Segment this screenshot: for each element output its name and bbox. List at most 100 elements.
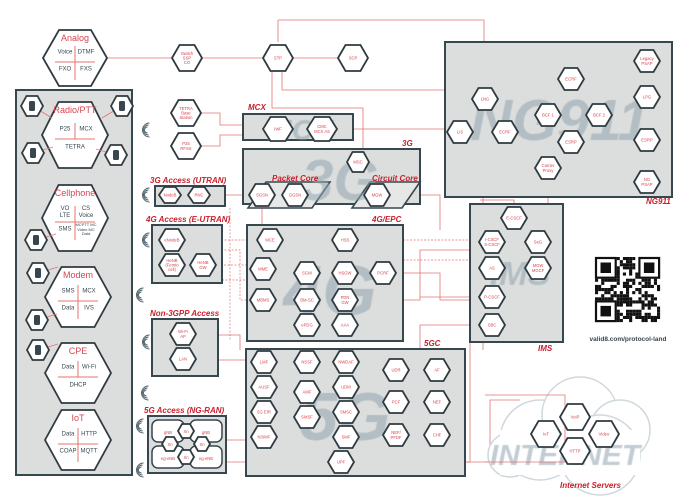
- node-bcf2[interactable]: BCF 2: [584, 103, 614, 127]
- node-http[interactable]: HTTP: [558, 437, 592, 465]
- node-upf[interactable]: UPF: [326, 450, 356, 474]
- node-pcf[interactable]: PCF: [381, 390, 411, 414]
- node-ecrf2[interactable]: ECRF: [490, 120, 520, 144]
- node-chf[interactable]: CHF: [422, 423, 452, 447]
- node-smsc[interactable]: SMSC: [331, 400, 361, 424]
- node-label: UDR: [391, 368, 400, 373]
- node-nssf[interactable]: NSSF: [292, 350, 322, 374]
- qr-url-link[interactable]: valid8.com/protocol-land: [590, 336, 667, 343]
- node-lan[interactable]: LAN: [168, 347, 198, 371]
- node-sbc[interactable]: SBC: [477, 313, 507, 337]
- vehicle-modem-icon: [24, 309, 58, 331]
- device-radio[interactable]: Radio/PTT: [40, 101, 110, 169]
- node-esrp1[interactable]: ESRP: [556, 130, 586, 154]
- node-ggsn[interactable]: GGSN: [280, 183, 310, 207]
- node-mgw[interactable]: MGW: [362, 183, 392, 207]
- node-sgw[interactable]: SGW: [292, 261, 322, 285]
- node-nodeb[interactable]: NodeB: [157, 186, 183, 204]
- node-bmsc[interactable]: BM-SC: [292, 288, 322, 312]
- node-hsgw[interactable]: HSGW: [330, 261, 360, 285]
- node-as[interactable]: AS: [477, 256, 507, 280]
- node-label: VoIP: [571, 415, 580, 420]
- node-lmf[interactable]: LMF: [249, 350, 279, 374]
- node-sgsn[interactable]: SGSN: [247, 183, 277, 207]
- node-udm[interactable]: UDM: [331, 375, 361, 399]
- node-mbms[interactable]: MBMS: [248, 288, 278, 312]
- node-esrp2[interactable]: ESRP: [632, 128, 662, 152]
- node-mme[interactable]: MME: [248, 257, 278, 281]
- node-iwf[interactable]: IWF: [261, 116, 295, 142]
- node-eir[interactable]: 5G EIR: [249, 400, 279, 424]
- hexagon-shape: [157, 186, 183, 204]
- node-pcscf[interactable]: P-CSCF: [477, 285, 507, 309]
- xn-interface: Xn: [176, 423, 196, 439]
- node-label-line: NodeB: [164, 193, 177, 198]
- node-label: NodeB: [164, 193, 177, 198]
- node-label: SMSC: [340, 410, 352, 415]
- node-video[interactable]: Video: [587, 420, 621, 448]
- node-nefpfdf[interactable]: NEF/PFDF: [381, 423, 411, 447]
- node-nwdaf[interactable]: NWDAF: [331, 350, 361, 374]
- node-ecscf[interactable]: E-CSCF: [499, 206, 529, 230]
- qr-code[interactable]: [593, 255, 661, 323]
- device-cpe[interactable]: CPE: [43, 342, 113, 404]
- node-nef[interactable]: NEF: [422, 390, 452, 414]
- node-seg[interactable]: SeG: [523, 230, 553, 254]
- wireless-signal-icon: [136, 418, 144, 434]
- device-analog[interactable]: Analog: [41, 29, 109, 87]
- node-rnc[interactable]: RNC: [186, 186, 212, 204]
- node-n3iwf[interactable]: N3IWF: [249, 425, 279, 449]
- node-epdg[interactable]: ePDG: [292, 313, 322, 337]
- node-smf[interactable]: SMF: [331, 425, 361, 449]
- node-label-line: VoIP: [571, 415, 580, 420]
- node-lpg[interactable]: LPG: [632, 85, 662, 109]
- hexagon-shape: [584, 103, 614, 127]
- node-hss[interactable]: HSS: [330, 228, 360, 252]
- node-smsf[interactable]: SMSF: [292, 405, 322, 429]
- node-lng[interactable]: LNG: [470, 87, 500, 111]
- node-msc[interactable]: MSC: [345, 151, 371, 173]
- node-ecrf1[interactable]: ECRF: [556, 67, 586, 91]
- device-cellphone[interactable]: Cellphone: [40, 184, 110, 252]
- device-modem[interactable]: Modem: [43, 266, 113, 328]
- node-af[interactable]: AF: [422, 358, 452, 382]
- node-lis[interactable]: LIS: [445, 120, 475, 144]
- node-label-line: AUSF: [258, 385, 270, 390]
- node-label-line: SSP: [183, 56, 192, 61]
- hexagon-shape: [255, 228, 285, 252]
- node-ausf[interactable]: AUSF: [249, 375, 279, 399]
- node-pcrf[interactable]: PCRF: [368, 261, 398, 285]
- node-amf[interactable]: AMF: [292, 380, 322, 404]
- node-voip[interactable]: VoIP: [558, 403, 592, 431]
- smartphone-icon: [23, 229, 57, 251]
- node-iot-srv[interactable]: IoT: [529, 420, 563, 448]
- node-bcf1[interactable]: BCF 1: [533, 103, 563, 127]
- node-label-line: RFSS: [180, 146, 191, 151]
- node-label-line: AMF: [303, 390, 312, 395]
- section-label-non3gpp: Non-3GPP Access: [150, 309, 220, 318]
- node-label: P-CSCF: [484, 295, 500, 300]
- node-scp[interactable]: SCP: [336, 44, 370, 72]
- device-iot[interactable]: IoT: [43, 409, 113, 471]
- node-enodeb[interactable]: eNodeB: [157, 228, 187, 252]
- node-label-line: Legacy: [640, 56, 654, 61]
- node-udr[interactable]: UDR: [381, 358, 411, 382]
- node-stp[interactable]: STP: [261, 44, 295, 72]
- section-label-ims: IMS: [538, 344, 553, 353]
- node-mce[interactable]: MCE: [255, 228, 285, 252]
- node-aaa[interactable]: AAA: [330, 313, 360, 337]
